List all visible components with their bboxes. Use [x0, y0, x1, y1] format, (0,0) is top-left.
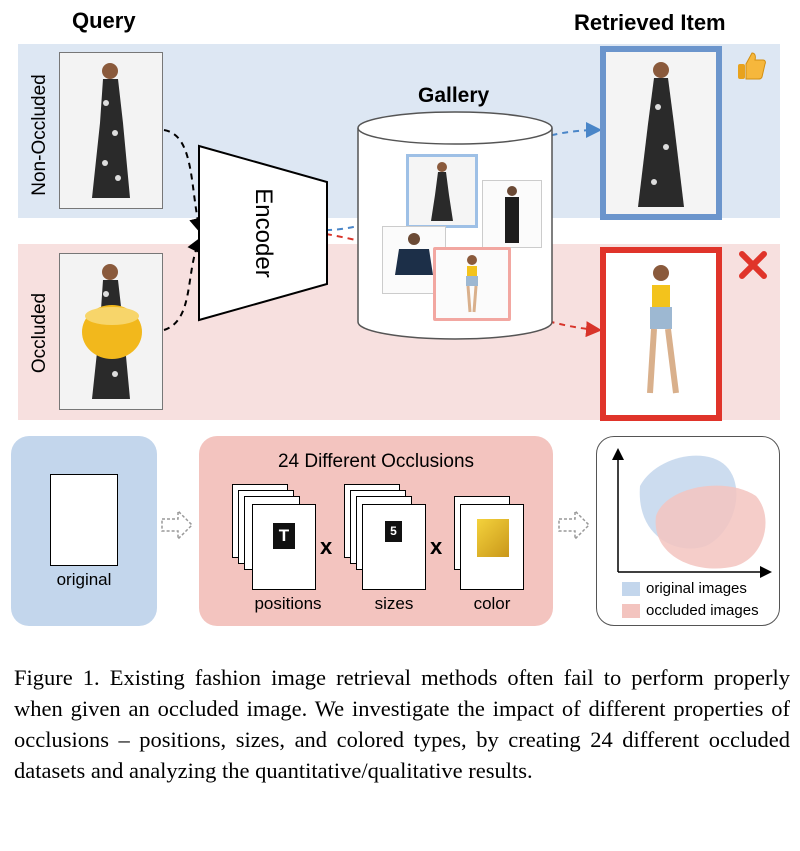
- legend-occluded: occluded images: [622, 602, 759, 619]
- legend-swatch-original: [622, 581, 640, 596]
- factor-sizes: sizes: [374, 594, 414, 613]
- positions-sheet: T: [252, 504, 316, 590]
- woman-thumb-icon: [436, 250, 508, 318]
- original-sheet: [50, 474, 118, 566]
- original-label: original: [56, 570, 112, 589]
- times-symbol: x: [430, 534, 443, 559]
- arrow-right-icon: [161, 509, 194, 541]
- factor-color: color: [473, 594, 511, 613]
- gallery-item-wrong: [433, 247, 511, 321]
- gallery-item-match: [406, 154, 478, 228]
- occlusions-title: 24 Different Occlusions: [277, 451, 475, 472]
- person-thumb-icon: [409, 157, 475, 225]
- person-figure-icon: [60, 53, 162, 208]
- gallery-item-man: [482, 180, 542, 248]
- person-figure-icon: [606, 52, 716, 214]
- gallery-label: Gallery: [418, 84, 490, 107]
- occluded-person-icon: [60, 254, 162, 409]
- cross-icon: [739, 251, 767, 279]
- legend-swatch-occluded: [622, 603, 640, 618]
- woman-figure-icon: [606, 253, 716, 415]
- color-sheet: [460, 504, 524, 590]
- encoder-label: Encoder: [250, 188, 277, 278]
- query-header: Query: [72, 8, 136, 33]
- man-thumb-icon: [483, 181, 541, 247]
- color-swatch: [477, 519, 509, 557]
- query-photo-non-occluded: [59, 52, 163, 209]
- query-photo-occluded: [59, 253, 163, 410]
- encoder-block: [198, 144, 328, 322]
- thumbs-up-icon: [738, 52, 766, 80]
- factor-positions: positions: [254, 594, 322, 613]
- figure-caption: Figure 1. Existing fashion image retriev…: [14, 665, 790, 783]
- legend-original: original images: [622, 580, 747, 597]
- arrow-right-icon: [558, 509, 591, 541]
- distribution-plot: [612, 448, 772, 578]
- position-marker: T: [273, 523, 295, 549]
- size-marker: 5: [385, 521, 402, 542]
- retrieved-item-wrong: [600, 247, 722, 421]
- sizes-sheet: 5: [362, 504, 426, 590]
- retrieved-item-correct: [600, 46, 722, 220]
- legend-label-occluded: occluded images: [646, 602, 759, 619]
- retrieved-item-header: Retrieved Item: [574, 10, 726, 35]
- times-symbol: x: [320, 534, 333, 559]
- legend-label-original: original images: [646, 580, 747, 597]
